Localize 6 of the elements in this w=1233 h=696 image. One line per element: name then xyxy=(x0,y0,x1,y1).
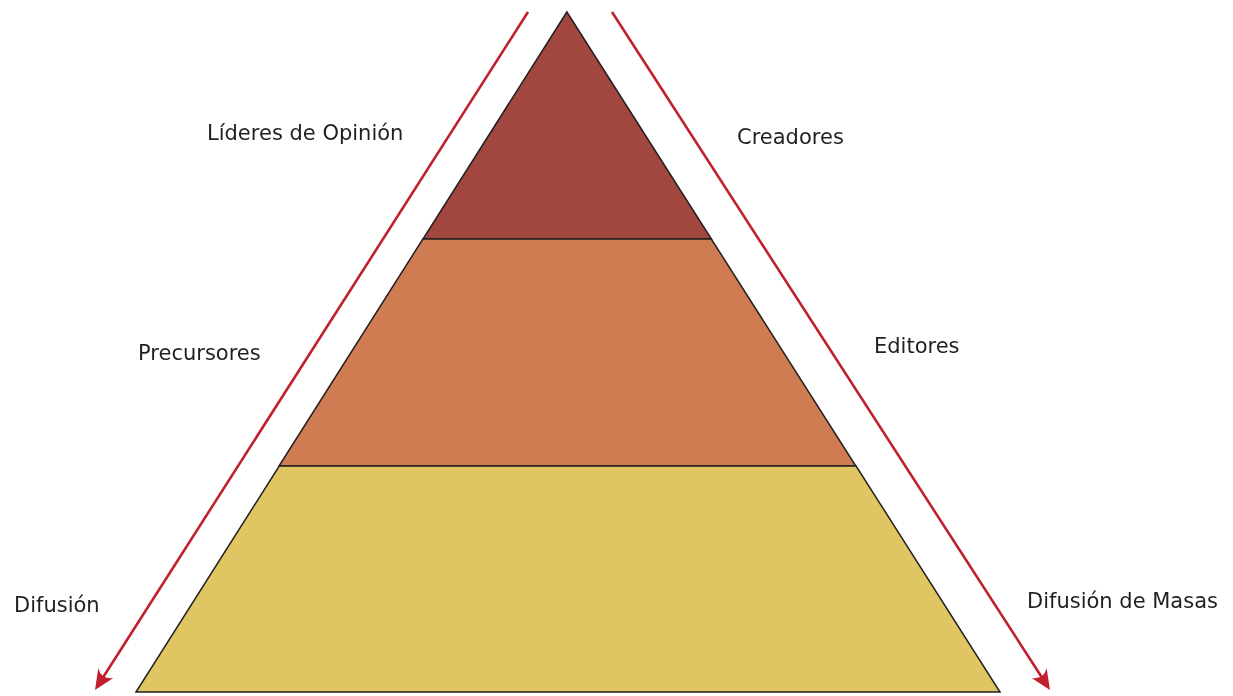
right-side-label: Editores xyxy=(874,333,960,359)
left-side-label: Precursores xyxy=(138,340,261,366)
right-side-label: Creadores xyxy=(737,124,844,150)
left-side-label: Difusión xyxy=(14,592,100,618)
left-side-label: Líderes de Opinión xyxy=(207,120,404,146)
right-side-label: Difusión de Masas xyxy=(1027,588,1218,614)
